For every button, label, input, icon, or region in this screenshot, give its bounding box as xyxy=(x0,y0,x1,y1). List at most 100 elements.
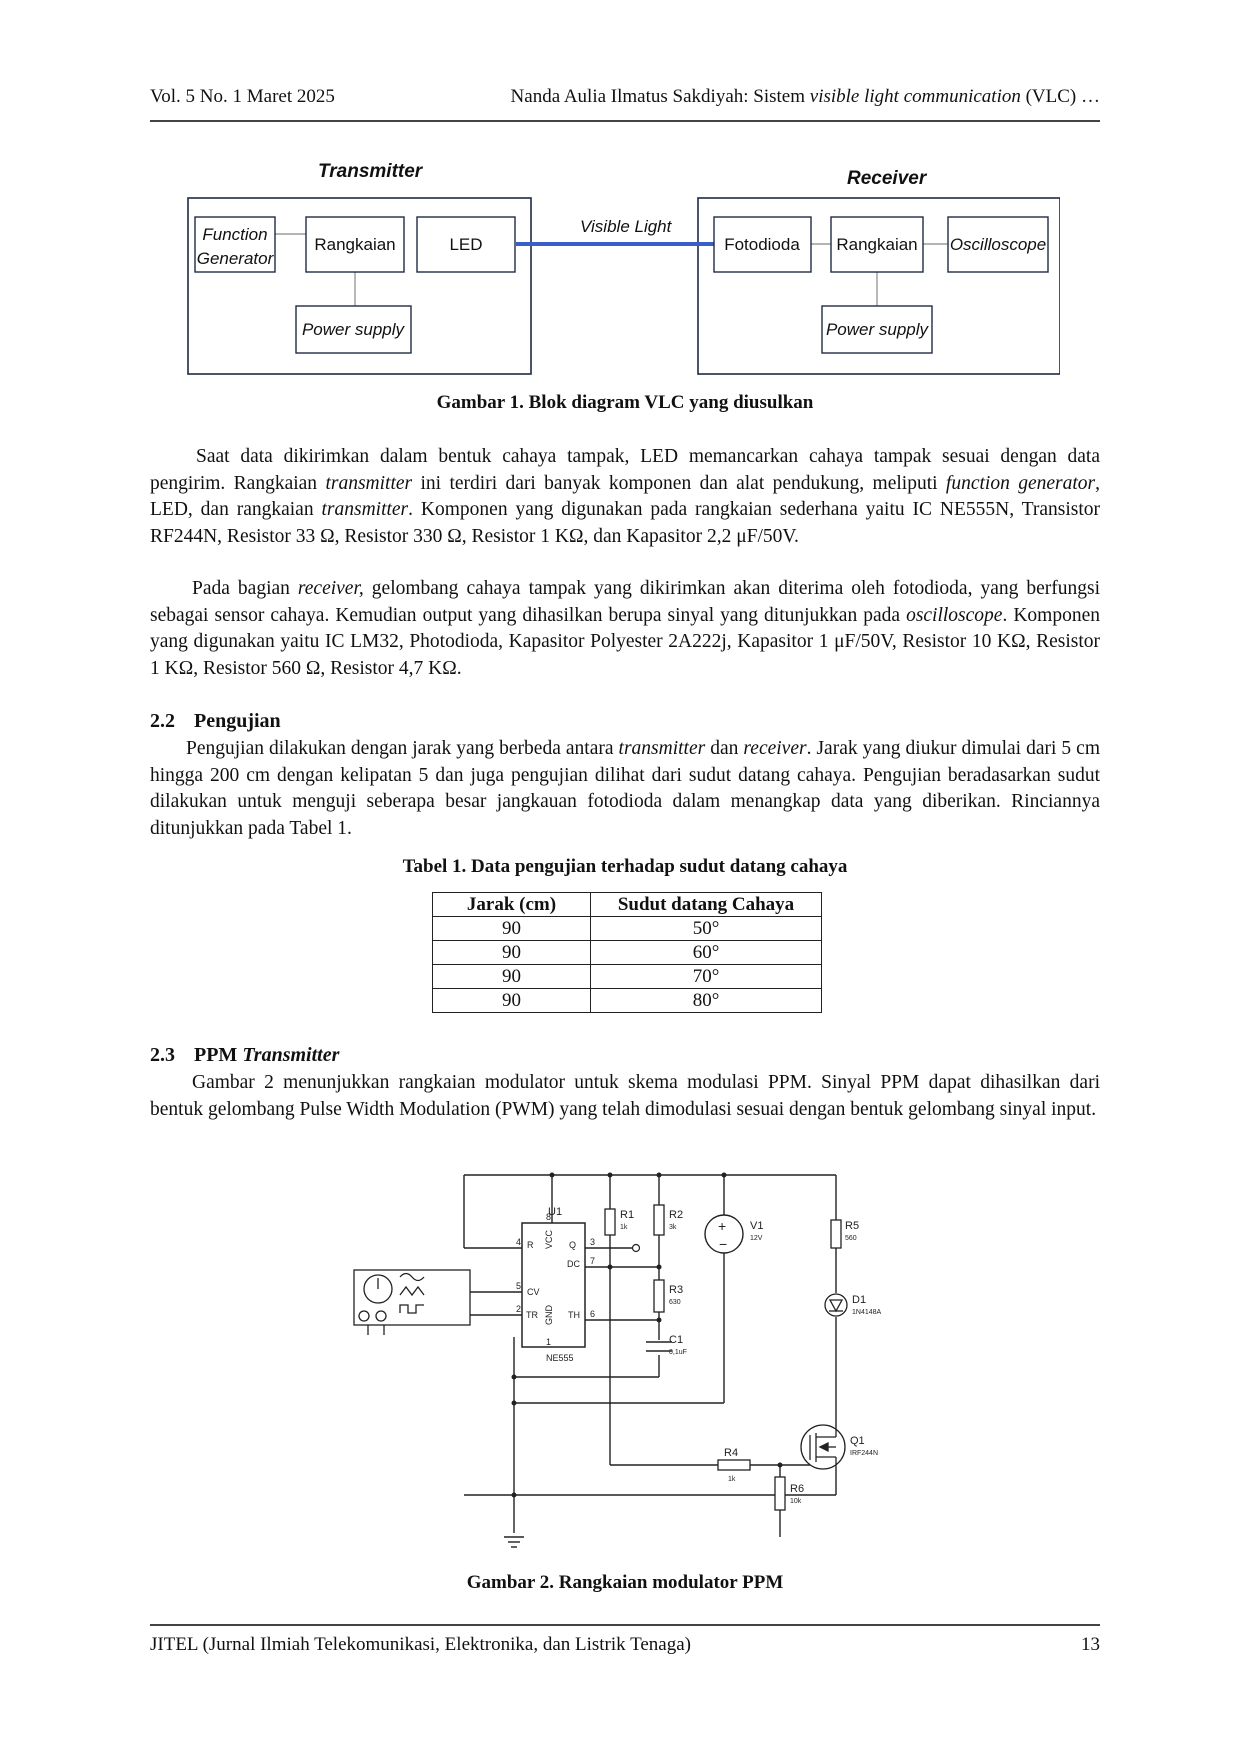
pin-2-number: 2 xyxy=(516,1304,521,1314)
table-cell: 50° xyxy=(590,916,822,941)
section-2-2-title: Pengujian xyxy=(194,710,281,732)
pin-q-label: Q xyxy=(569,1240,576,1250)
table1-caption: Tabel 1. Data pengujian terhadap sudut d… xyxy=(402,856,848,877)
para1-text-2: ini terdiri dari banyak komponen dan ala… xyxy=(412,472,946,494)
d1-label: D1 xyxy=(852,1294,866,1306)
paragraph-receiver: Pada bagian receiver, gelombang cahaya t… xyxy=(150,576,1100,682)
c1-label: C1 xyxy=(669,1334,683,1346)
pin-vcc-label: VCC xyxy=(544,1229,554,1249)
table-cell: 90 xyxy=(432,964,591,989)
section22-text-3: . Jarak yang diukur dimulai dari 5 cm hi… xyxy=(150,738,1100,839)
table-header-jarak: Jarak (cm) xyxy=(432,892,591,917)
v1-value: 12V xyxy=(750,1235,763,1242)
pin-6-number: 6 xyxy=(590,1309,595,1319)
running-header-volume: Vol. 5 No. 1 Maret 2025 xyxy=(150,86,335,107)
r6-value: 10k xyxy=(790,1498,802,1505)
transmitter-title: Transmitter xyxy=(318,161,424,182)
pin-8-number: 8 xyxy=(546,1212,551,1222)
svg-text:+: + xyxy=(718,1218,726,1234)
pin-5-number: 5 xyxy=(516,1281,521,1291)
function-generator-label-1: Function xyxy=(202,225,267,244)
tx-rangkaian-block xyxy=(305,216,405,273)
ne555-label: NE555 xyxy=(546,1353,574,1363)
q1-value: IRF244N xyxy=(850,1450,878,1457)
running-header-title-suffix: (VLC) … xyxy=(1020,86,1100,107)
r4-value: 1k xyxy=(728,1476,736,1483)
svg-text:−: − xyxy=(719,1236,727,1252)
para1-text-1: Saat data dikirimkan dalam bentuk cahaya… xyxy=(150,446,1100,494)
r6-label: R6 xyxy=(790,1483,804,1495)
tx-power-supply-block xyxy=(295,305,412,354)
footer-journal-name: JITEL (Jurnal Ilmiah Telekomunikasi, Ele… xyxy=(150,1634,691,1655)
tx-rangkaian-label: Rangkaian xyxy=(314,235,395,254)
oscilloscope-label: Oscilloscope xyxy=(950,235,1046,254)
transmitter-container xyxy=(187,197,532,375)
r6-resistor xyxy=(774,1476,786,1511)
figure2-caption: Gambar 2. Rangkaian modulator PPM xyxy=(466,1572,784,1593)
table-cell: 70° xyxy=(590,964,822,989)
function-generator-block xyxy=(194,216,276,273)
r4-resistor xyxy=(717,1459,751,1471)
pin-7-number: 7 xyxy=(590,1256,595,1266)
paragraph-transmitter: Saat data dikirimkan dalam bentuk cahaya… xyxy=(150,444,1100,550)
fotodioda-block xyxy=(713,216,812,273)
figure2-ppm-circuit: R Q DC CV TR TH VCC GND 4 8 3 7 5 2 6 1 … xyxy=(353,1172,882,1548)
tx-power-supply-label: Power supply xyxy=(302,320,406,339)
pin-3-number: 3 xyxy=(590,1237,595,1247)
table-cell: 90 xyxy=(432,916,591,941)
pin-gnd-label: GND xyxy=(544,1305,554,1326)
r1-label: R1 xyxy=(620,1209,634,1221)
r5-value: 560 xyxy=(845,1235,857,1242)
section22-italic-2: receiver xyxy=(743,738,807,759)
r1-resistor xyxy=(604,1208,616,1236)
pin-dc-label: DC xyxy=(567,1259,580,1269)
table-header-sudut: Sudut datang Cahaya xyxy=(590,892,822,917)
q1-mosfet-icon xyxy=(800,1424,846,1470)
r5-label: R5 xyxy=(845,1220,859,1232)
running-header-title-italic: visible light communication xyxy=(809,86,1021,107)
para1-text-3: , LED, dan rangkaian xyxy=(150,472,1100,521)
paragraph-pengujian: Pengujian dilakukan dengan jarak yang be… xyxy=(150,736,1100,842)
footer-rule xyxy=(150,1624,1100,1626)
footer-page-number: 13 xyxy=(1081,1634,1100,1655)
ne555-ic xyxy=(521,1222,586,1348)
figure1-caption: Gambar 1. Blok diagram VLC yang diusulka… xyxy=(436,392,814,413)
para2-italic-1: receiver, xyxy=(297,578,364,599)
led-block xyxy=(416,216,516,273)
section22-text-1: Pengujian dilakukan dengan jarak yang be… xyxy=(186,738,619,759)
receiver-title: Receiver xyxy=(847,168,928,189)
u1-label: U1 xyxy=(548,1206,562,1218)
table-cell: 90 xyxy=(432,940,591,965)
r3-resistor xyxy=(653,1279,665,1313)
pin-cv-label: CV xyxy=(527,1287,540,1297)
rx-rangkaian-block xyxy=(830,216,924,273)
para2-italic-2: oscilloscope xyxy=(906,604,1003,626)
para1-text-4: . Komponen yang digunakan pada rangkaian… xyxy=(150,499,1101,547)
rx-power-supply-label: Power supply xyxy=(826,320,930,339)
running-header-title: Nanda Aulia Ilmatus Sakdiyah: Sistem vis… xyxy=(511,86,1100,108)
para2-text-3: . Komponen yang digunakan yaitu IC LM32,… xyxy=(150,604,1101,679)
para1-italic-2: function generator xyxy=(945,472,1096,494)
visible-light-label: Visible Light xyxy=(580,217,673,236)
r3-label: R3 xyxy=(669,1284,683,1296)
r2-value: 3k xyxy=(669,1224,677,1231)
r4-label: R4 xyxy=(724,1447,738,1459)
v1-label: V1 xyxy=(750,1220,763,1232)
para2-text-1: Pada bagian xyxy=(192,578,298,599)
running-header-title-prefix: Nanda Aulia Ilmatus Sakdiyah: Sistem xyxy=(510,86,810,107)
led-label: LED xyxy=(449,235,482,254)
r2-resistor xyxy=(653,1204,665,1236)
pin-th-label: TH xyxy=(568,1310,580,1320)
pin-1-number: 1 xyxy=(546,1337,551,1347)
q1-label: Q1 xyxy=(850,1435,865,1447)
r5-resistor xyxy=(830,1219,842,1249)
para2-text-2: gelombang cahaya tampak yang dikirimkan … xyxy=(150,578,1101,626)
section22-text-2: dan xyxy=(705,738,744,759)
figure1-block-diagram: Transmitter Receiver Visible Light Funct… xyxy=(187,161,1060,375)
para1-italic-1: transmitter xyxy=(325,472,413,494)
r1-value: 1k xyxy=(620,1224,628,1231)
